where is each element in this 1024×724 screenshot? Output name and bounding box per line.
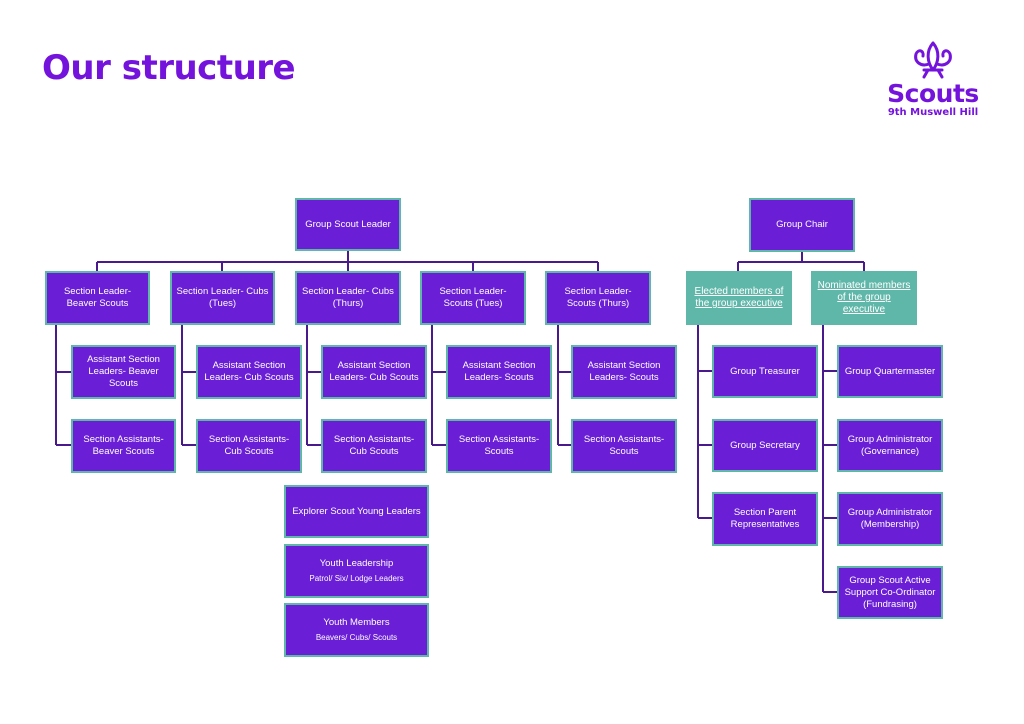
group-secretary-box: Group Secretary [712,419,818,472]
box-label: Youth Members [323,616,390,628]
box-sublabel: Beavers/ Cubs/ Scouts [315,632,398,642]
box-label: Assistant Section Leaders- Scouts [587,360,661,383]
box-label: Nominated members of the group executive [817,280,911,315]
box-label: Assistant Section Leaders- Cub Scouts [329,360,419,383]
logo-group-name: 9th Muswell Hill [887,107,979,118]
box-label: Assistant Section Leaders- Beaver Scouts [87,354,160,389]
box-label: Section Assistants- Cub Scouts [333,434,415,457]
group-administrator-governance-box: Group Administrator (Governance) [837,419,943,472]
explorer-young-leaders-box: Explorer Scout Young Leaders [284,485,429,538]
group-treasurer-box: Group Treasurer [712,345,818,398]
logo-wordmark: Scouts [887,79,979,108]
box-label: Group Administrator (Membership) [847,507,933,530]
box-label: Section Assistants- Beaver Scouts [83,434,164,457]
section-leader-beavers-box: Section Leader- Beaver Scouts [45,271,150,325]
group-scout-leader-box: Group Scout Leader [295,198,401,251]
box-label: Group Chair [776,219,828,230]
box-label: Group Scout Active Support Co-Ordinator … [844,574,936,610]
section-assistants-cubs-thurs-box: Section Assistants- Cub Scouts [321,419,427,473]
box-label: Section Leader- Cubs (Tues) [176,286,269,309]
box-label: Section Assistants- Scouts [458,434,540,457]
box-label: Group Administrator (Governance) [847,433,933,457]
box-label: Section Leader- Scouts (Thurs) [564,286,632,309]
box-label: Section Parent Representatives [730,507,800,530]
box-label: Group Quartermaster [844,365,936,377]
scouts-logo: Scouts 9th Muswell Hill [878,40,988,132]
fleur-de-lis-icon [914,41,952,79]
assistant-leaders-beavers-box: Assistant Section Leaders- Beaver Scouts [71,345,176,399]
assistant-leaders-scouts-tues-box: Assistant Section Leaders- Scouts [446,345,552,399]
assistant-leaders-cubs-thurs-box: Assistant Section Leaders- Cub Scouts [321,345,427,399]
section-leader-cubs-thurs-box: Section Leader- Cubs (Thurs) [295,271,401,325]
section-assistants-scouts-tues-box: Section Assistants- Scouts [446,419,552,473]
section-leader-cubs-tues-box: Section Leader- Cubs (Tues) [170,271,275,325]
assistant-leaders-cubs-tues-box: Assistant Section Leaders- Cub Scouts [196,345,302,399]
section-assistants-beavers-box: Section Assistants- Beaver Scouts [71,419,176,473]
page-title: Our structure [42,48,296,88]
nominated-members-box: Nominated members of the group executive [811,271,917,325]
box-sublabel: Patrol/ Six/ Lodge Leaders [309,573,404,583]
group-administrator-membership-box: Group Administrator (Membership) [837,492,943,546]
box-label: Assistant Section Leaders- Cub Scouts [204,360,294,383]
group-quartermaster-box: Group Quartermaster [837,345,943,398]
box-label: Section Leader- Beaver Scouts [63,286,132,309]
group-chair-box: Group Chair [749,198,855,252]
box-label: Explorer Scout Young Leaders [292,505,421,517]
section-parent-representatives-box: Section Parent Representatives [712,492,818,546]
assistant-leaders-scouts-thurs-box: Assistant Section Leaders- Scouts [571,345,677,399]
section-assistants-scouts-thurs-box: Section Assistants- Scouts [571,419,677,473]
section-assistants-cubs-tues-box: Section Assistants- Cub Scouts [196,419,302,473]
box-label: Group Secretary [730,439,800,451]
box-label: Youth Leadership [319,557,394,569]
box-label: Section Leader- Scouts (Tues) [439,286,507,309]
box-label: Section Assistants- Cub Scouts [208,434,290,457]
section-leader-scouts-thurs-box: Section Leader- Scouts (Thurs) [545,271,651,325]
box-label: Elected members of the group executive [694,286,784,309]
box-label: Group Scout Leader [305,218,391,230]
box-label: Assistant Section Leaders- Scouts [462,360,536,383]
box-label: Section Assistants- Scouts [583,434,665,457]
box-label: Section Leader- Cubs (Thurs) [302,286,394,309]
box-label: Group Treasurer [730,365,800,377]
elected-members-box: Elected members of the group executive [686,271,792,325]
section-leader-scouts-tues-box: Section Leader- Scouts (Tues) [420,271,526,325]
active-support-coordinator-box: Group Scout Active Support Co-Ordinator … [837,566,943,619]
